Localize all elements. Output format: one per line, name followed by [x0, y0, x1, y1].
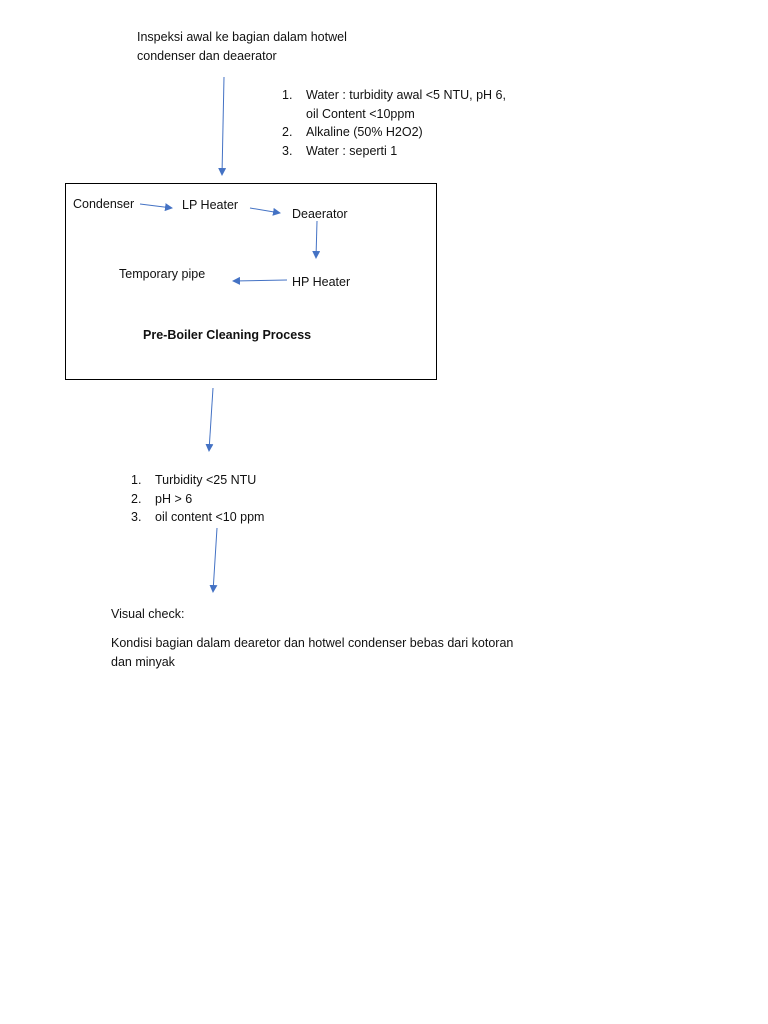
bottom-step-3: 3. oil content <10 ppm: [131, 508, 264, 527]
visual-check-line-1: Kondisi bagian dalam dearetor dan hotwel…: [111, 636, 514, 650]
bottom-step-2: 2. pH > 6: [131, 490, 264, 509]
bottom-step-1-number: 1.: [131, 473, 142, 487]
node-condenser: Condenser: [73, 197, 135, 211]
arrow-lp-to-deaerator: [249, 207, 281, 216]
top-step-2: 2. Alkaline (50% H2O2): [282, 123, 506, 142]
node-temporary-pipe: Temporary pipe: [119, 267, 206, 281]
top-step-3-number: 3.: [282, 143, 293, 158]
bottom-steps-list: 1. Turbidity <25 NTU 2. pH > 6 3. oil co…: [131, 471, 264, 527]
top-step-1: 1. Water : turbidity awal <5 NTU, pH 6, …: [282, 86, 506, 123]
node-deaerator: Deaerator: [292, 207, 348, 221]
top-step-1-line-2: oil Content <10ppm: [306, 106, 415, 121]
bottom-step-1: 1. Turbidity <25 NTU: [131, 471, 264, 490]
bottom-step-2-text: pH > 6: [155, 491, 193, 506]
top-note-line-2: condenser dan deaerator: [137, 48, 277, 63]
top-step-2-line-1: Alkaline (50% H2O2): [306, 125, 423, 139]
bottom-step-3-number: 3.: [131, 510, 142, 524]
top-steps-list: 1. Water : turbidity awal <5 NTU, pH 6, …: [282, 86, 506, 160]
node-lp-heater: LP Heater: [182, 198, 239, 212]
node-hp-heater: HP Heater: [292, 275, 351, 289]
pre-boiler-process-box: [65, 183, 437, 380]
bottom-step-2-number: 2.: [131, 491, 142, 506]
top-step-1-line-1: Water : turbidity awal <5 NTU, pH 6,: [306, 88, 506, 102]
bottom-step-3-text: oil content <10 ppm: [155, 510, 265, 524]
arrow-deaerator-to-hp: [312, 220, 321, 259]
top-step-2-number: 2.: [282, 125, 293, 139]
arrow-list-to-visual-check: [209, 527, 218, 593]
top-step-1-number: 1.: [282, 88, 293, 102]
top-step-3: 3. Water : seperti 1: [282, 142, 506, 161]
arrow-hp-to-temporary: [232, 276, 288, 285]
visual-check-label: Visual check:: [111, 607, 185, 621]
top-note-line-1: Inspeksi awal ke bagian dalam hotwel: [137, 30, 347, 44]
process-box-title: Pre-Boiler Cleaning Process: [143, 328, 312, 342]
top-note: Inspeksi awal ke bagian dalam hotwel con…: [137, 28, 347, 65]
top-step-3-line-1: Water : seperti 1: [306, 143, 398, 158]
arrow-top-to-box: [218, 76, 227, 176]
arrow-box-to-bottom-list: [205, 387, 214, 452]
arrow-condenser-to-lp: [139, 203, 173, 212]
visual-check-description: Kondisi bagian dalam dearetor dan hotwel…: [111, 634, 513, 671]
visual-check-line-2: dan minyak: [111, 654, 175, 669]
bottom-step-1-text: Turbidity <25 NTU: [155, 473, 257, 487]
